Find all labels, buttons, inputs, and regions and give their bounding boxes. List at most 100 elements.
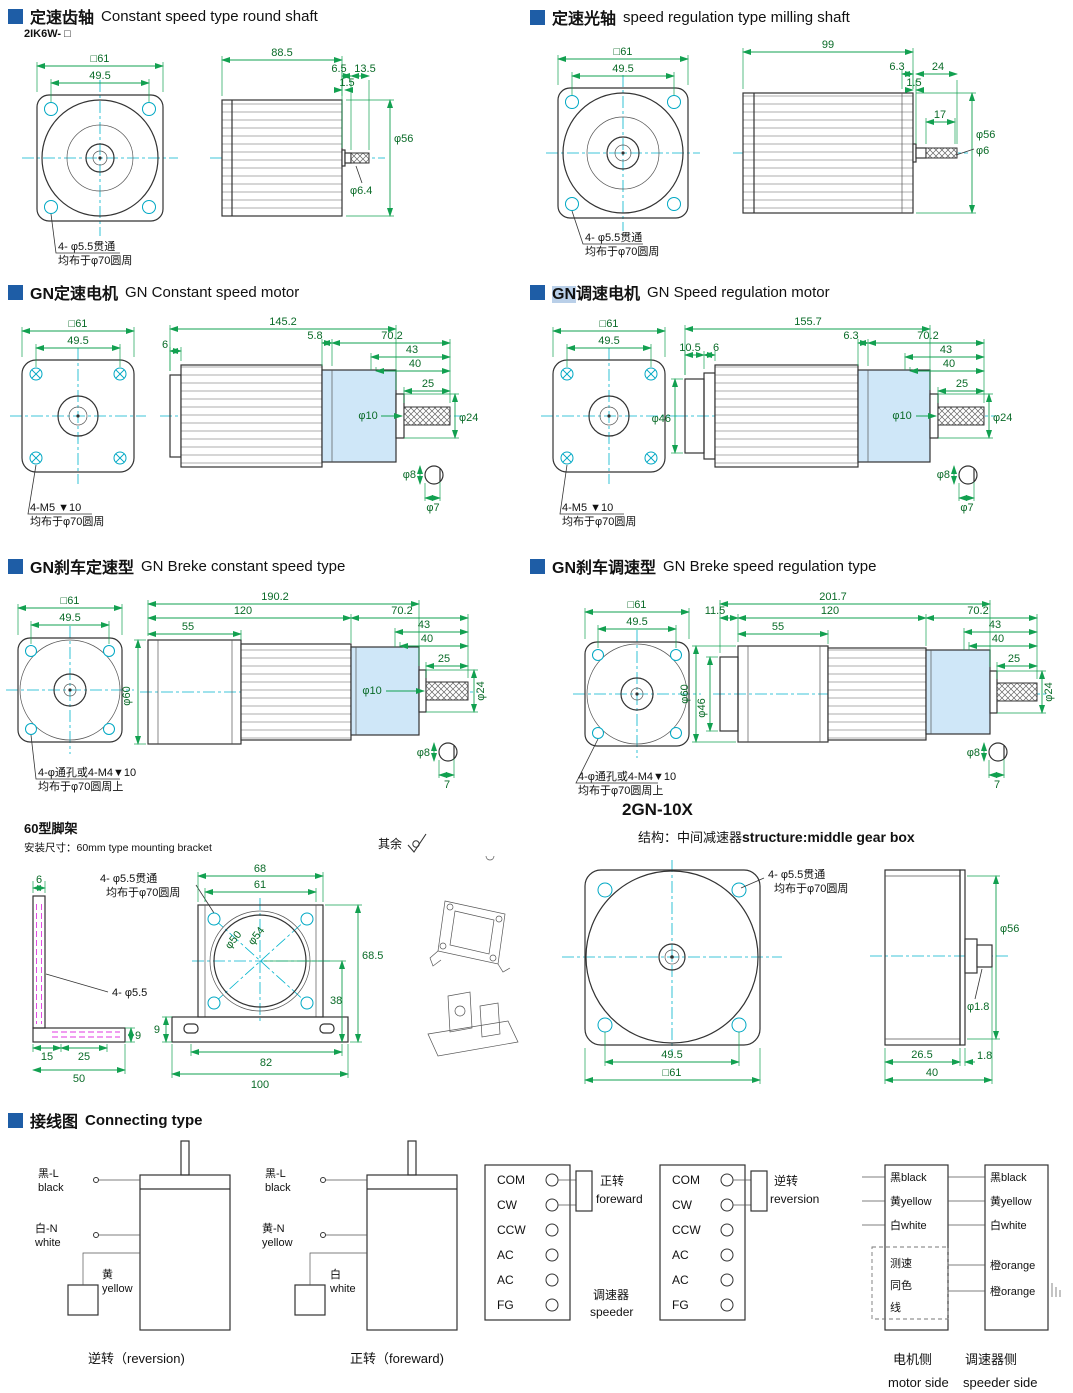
dim-s7-38: 38 xyxy=(330,995,342,1007)
section-title-en: speed regulation type milling shaft xyxy=(623,8,850,26)
highlighted-gn: GN xyxy=(552,286,576,303)
terminal-ccw: CCW xyxy=(672,1223,701,1237)
bracket-iso-sketch-2 xyxy=(427,856,519,1057)
note-s7-holes: 4- φ5.5贯通 xyxy=(100,872,157,885)
dim-s3-plate: 5.8 xyxy=(307,330,322,342)
dim-s5-square: □61 xyxy=(61,595,80,607)
s3-side-view: 145.2 5.8 70.2 43 40 6 25 φ10 φ24 xyxy=(160,316,478,468)
dim-s3-rear: 6 xyxy=(162,339,168,351)
wiring-motor-reversion: 黑-L black 白-N white 黄 yellow 逆转（reversio… xyxy=(34,1140,231,1366)
dim-s7-68: 68 xyxy=(254,863,266,875)
note-s3-circle: 均布于φ70圆周 xyxy=(30,515,104,528)
dim-s5-width: 49.5 xyxy=(59,612,80,624)
section-title-en: GN Constant speed motor xyxy=(125,283,300,301)
gearbox-title: 2GN-10X xyxy=(622,800,693,819)
wire-right-black: 黑black xyxy=(990,1171,1027,1184)
bracket-title: 60型脚架 xyxy=(24,821,78,836)
dim-s5-43: 43 xyxy=(418,619,430,631)
dim-s1-body-dia: φ56 xyxy=(394,133,413,145)
label-m1-cap-cn: 黄 xyxy=(102,1267,113,1281)
note-s1-holes: 4- φ5.5贯通 xyxy=(58,240,115,253)
dim-s8-shaft-detail: φ1.8 xyxy=(967,1001,989,1013)
footer-motor-side-cn: 电机侧 xyxy=(893,1352,932,1367)
terminal-ac2: AC xyxy=(672,1273,689,1287)
dim-s6-tach-dia: φ46 xyxy=(696,698,708,717)
s5-drawing: □61 49.5 4-φ通孔或4-M4▼10 均布于φ70圆周上 190.2 1… xyxy=(6,591,487,793)
bracket-side-view: 6 4- φ5.5 15 25 50 9 xyxy=(32,874,147,1085)
terminal-ac1: AC xyxy=(672,1248,689,1262)
dim-s2-width: 49.5 xyxy=(612,63,633,75)
s8-side-view: φ56 φ1.8 26.5 1.8 40 xyxy=(870,869,1019,1084)
dim-s3-d8: φ8 xyxy=(403,469,416,481)
note-s5-holes: 4-φ通孔或4-M4▼10 xyxy=(38,766,136,779)
label-b1-speeder-cn: 调速器 xyxy=(593,1288,629,1302)
dim-s6-120: 120 xyxy=(821,605,839,617)
dim-s3-boss-dia: φ24 xyxy=(459,412,478,424)
note-s2-circle: 均布于φ70圆周 xyxy=(585,245,659,258)
dim-s5-40: 40 xyxy=(421,633,433,645)
dim-s7-82: 82 xyxy=(260,1057,272,1069)
dim-s5-length: 190.2 xyxy=(261,591,289,603)
label-m1-white-en: white xyxy=(34,1237,61,1249)
dim-s6-brake: 55 xyxy=(772,621,784,633)
header-square-icon xyxy=(530,9,545,25)
dim-s5-120: 120 xyxy=(234,605,252,617)
s8-front-view: 4- φ5.5贯通 均布于φ70圆周 49.5 □61 xyxy=(562,860,848,1084)
s7-drawing: 4- φ5.5贯通 均布于φ70圆周 6 4- φ5.5 15 25 50 9 … xyxy=(32,856,519,1091)
tapped-holes xyxy=(560,367,658,465)
label-m1-white-cn: 白-N xyxy=(35,1221,58,1235)
section-header-milling-shaft: 定速光轴 speed regulation type milling shaft xyxy=(530,5,850,29)
dim-s2-body-dia: φ56 xyxy=(976,129,995,141)
tapped-holes xyxy=(29,367,127,465)
dim-s5-brake-dia: φ60 xyxy=(121,686,133,705)
dim-s7-hole50: φ50 xyxy=(223,929,244,952)
dim-s2-length: 99 xyxy=(822,39,834,51)
section-header-wiring: 接线图 Connecting type xyxy=(8,1108,203,1132)
s2-side-view: 99 6.3 24 1.5 17 φ56 φ6 xyxy=(733,39,995,214)
s6-side-view: 201.7 11.5 120 70.2 55 43 40 25 φ60 φ46 … xyxy=(679,591,1055,743)
bracket-note: 4- φ5.5贯通 均布于φ70圆周 xyxy=(100,872,215,914)
dim-s3-40: 40 xyxy=(409,358,421,370)
terminal-com: COM xyxy=(672,1173,700,1187)
dim-s7-hole54: φ54 xyxy=(246,925,267,948)
s1-side-view: 88.5 6.5 13.5 1.5 φ56 φ6.4 xyxy=(210,47,413,217)
note-s4-holes: 4-M5 ▼10 xyxy=(562,502,613,514)
s3-front-view: □61 49.5 4-M5 ▼10 均布于φ70圆周 xyxy=(10,318,146,528)
section-title-cn: 定速齿轴 xyxy=(30,10,95,27)
note-s8-holes: 4- φ5.5贯通 xyxy=(768,868,825,881)
dim-s4-gap: 6 xyxy=(713,342,719,354)
s3-shaft-section: φ8 φ7 xyxy=(403,465,444,514)
label-m1-cap-en: yellow xyxy=(102,1283,133,1295)
section-title-cn: GN调速电机 xyxy=(552,280,640,304)
terminal-ac1: AC xyxy=(497,1248,514,1262)
dim-s8-18: 1.8 xyxy=(977,1050,992,1062)
dim-s1-b: 13.5 xyxy=(354,63,375,75)
dim-s4-gearhead: 70.2 xyxy=(917,330,938,342)
dim-s2-shaft-dia: φ6 xyxy=(976,145,989,157)
dim-s7-61: 61 xyxy=(254,879,266,891)
dim-s5-d8: φ8 xyxy=(417,747,430,759)
label-m1-black-cn: 黑-L xyxy=(38,1167,59,1180)
header-square-icon xyxy=(8,284,23,300)
footer-speeder-side-cn: 调速器侧 xyxy=(965,1352,1017,1367)
dim-s3-gearhead: 70.2 xyxy=(381,330,402,342)
note-s8-circle: 均布于φ70圆周 xyxy=(774,882,848,895)
dim-s4-43: 43 xyxy=(940,344,952,356)
wire-right-orange1: 橙orange xyxy=(990,1258,1035,1272)
s2-drawing: □61 49.5 4- φ5.5贯通 均布于φ70圆周 99 6.3 24 1.… xyxy=(546,39,995,258)
dim-s7-100: 100 xyxy=(251,1079,269,1091)
terminal-com: COM xyxy=(497,1173,525,1187)
section-title-en: Constant speed type round shaft xyxy=(101,7,318,25)
s5-shaft-section: φ8 7 xyxy=(417,742,458,791)
dim-s4-d8: φ8 xyxy=(937,469,950,481)
title-rest: 调速电机 xyxy=(576,286,641,303)
dim-s4-d7: φ7 xyxy=(960,502,973,514)
dim-s1-a: 6.5 xyxy=(331,63,346,75)
header-square-icon xyxy=(8,8,23,24)
s5-front-view: □61 49.5 4-φ通孔或4-M4▼10 均布于φ70圆周上 xyxy=(6,595,136,793)
gearbox-subtitle-en: structure:middle gear box xyxy=(742,829,915,845)
note-s6-holes: 4-φ通孔或4-M4▼10 xyxy=(578,770,676,783)
footer-motor-side-en: motor side xyxy=(888,1375,949,1390)
dim-s2-a: 6.3 xyxy=(889,61,904,73)
dim-s6-width: 49.5 xyxy=(626,616,647,628)
